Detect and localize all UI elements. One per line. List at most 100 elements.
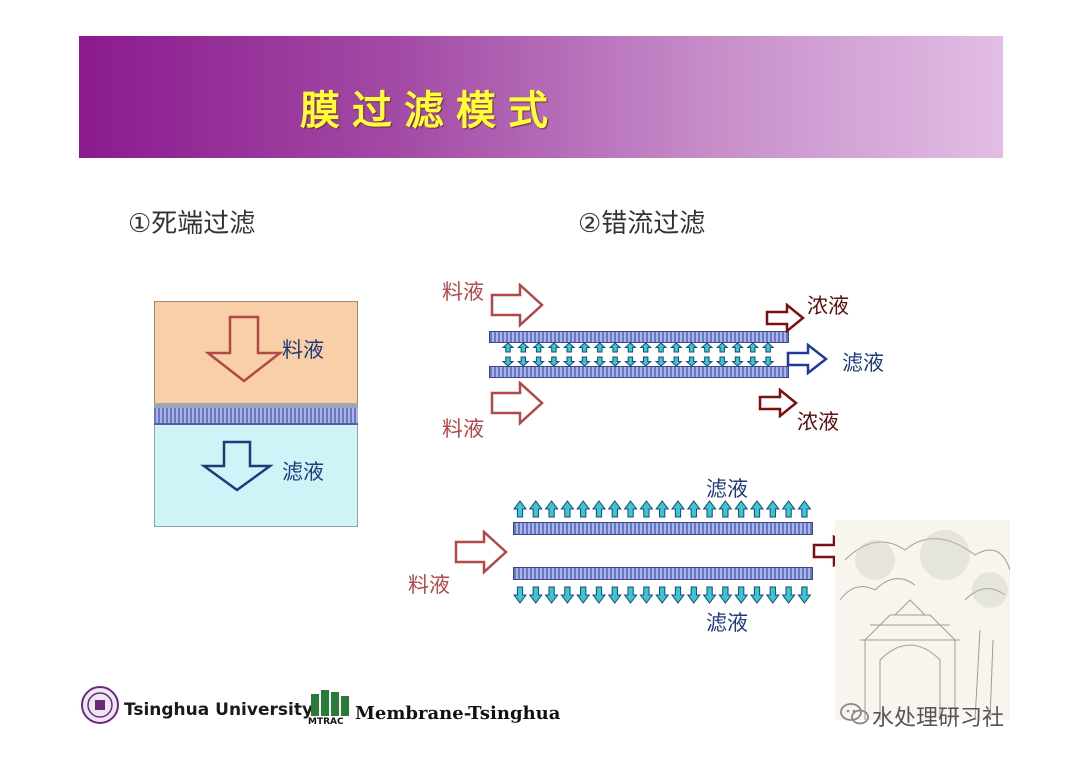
wechat-account-text: 水处理研习社 [872,706,1005,731]
permeate-arrow-up-icon [700,342,714,353]
dead-end-filtrate-arrow-icon [200,440,274,492]
permeate-arrow-up-icon [513,500,527,518]
plate-filtrate-up-arrows [513,500,812,518]
permeate-arrow-up-icon [544,500,559,518]
permeate-arrow-up-icon [607,500,622,518]
permeate-arrow-down-icon [734,586,749,604]
permeate-arrow-down-icon [516,356,530,367]
permeate-arrow-down-icon [797,586,812,604]
plate-filtrate-bottom-label: 滤液 [706,611,748,635]
permeate-arrow-down-icon [562,356,576,367]
plate-feed-label: 料液 [408,573,450,597]
permeate-arrow-up-icon [718,500,733,518]
permeate-arrow-up-icon [623,500,638,518]
permeate-arrow-up-icon [547,342,561,353]
permeate-arrow-down-icon [528,586,543,604]
permeate-arrow-down-icon [624,356,637,367]
permeate-arrow-down-icon [685,356,698,367]
plate-membrane-top [513,522,813,535]
permeate-arrow-down-icon [671,586,685,604]
tube-filtrate-arrow-icon [786,343,829,375]
tube-concentrate-top-label: 浓液 [807,294,849,318]
permeate-arrow-up-icon [562,342,576,353]
permeate-arrow-up-icon [750,500,764,518]
tube-permeate-arrows [501,342,775,367]
permeate-arrow-down-icon [655,586,670,604]
permeate-arrow-down-icon [750,586,764,604]
wechat-icon [840,703,869,725]
permeate-arrow-up-icon [608,342,622,353]
tube-concentrate-bottom-label: 浓液 [797,410,839,434]
title-bar [79,36,1003,158]
mtrac-logo-icon [311,690,349,716]
permeate-arrow-down-icon [765,586,780,604]
permeate-arrow-up-icon [669,342,683,353]
permeate-arrow-up-icon [532,342,545,353]
permeate-arrow-up-icon [560,500,575,518]
tube-feed-top-label: 料液 [442,280,484,304]
permeate-arrow-down-icon [501,356,515,367]
permeate-arrow-up-icon [731,342,744,353]
permeate-arrow-down-icon [544,586,559,604]
tube-concentrate-top-arrow-icon [765,303,805,333]
permeate-arrow-down-icon [669,356,683,367]
tsinghua-university-text: Tsinghua University [124,700,314,720]
tube-membrane-top [489,331,789,343]
plate-filtrate-top-label: 滤液 [706,477,748,501]
permeate-arrow-down-icon [761,356,775,367]
plate-membrane-bottom [513,567,813,580]
permeate-arrow-up-icon [516,342,530,353]
permeate-arrow-down-icon [700,356,714,367]
permeate-arrow-down-icon [578,356,591,367]
permeate-arrow-up-icon [639,500,654,518]
membrane-tsinghua-text: Membrane-Tsinghua [355,703,561,724]
mtrac-text: MTRAC [308,717,344,727]
permeate-arrow-up-icon [746,342,760,353]
dead-end-feed-arrow-icon [205,315,284,383]
permeate-arrow-down-icon [639,586,654,604]
permeate-arrow-up-icon [734,500,749,518]
permeate-arrow-down-icon [654,356,668,367]
permeate-arrow-up-icon [528,500,543,518]
permeate-arrow-down-icon [513,586,527,604]
permeate-arrow-down-icon [686,586,701,604]
permeate-arrow-down-icon [718,586,733,604]
dead-end-filtrate-label: 滤液 [282,460,324,484]
cross-flow-heading: ②错流过滤 [578,209,706,239]
permeate-arrow-down-icon [623,586,638,604]
permeate-arrow-up-icon [702,500,717,518]
permeate-arrow-up-icon [592,500,606,518]
permeate-arrow-down-icon [560,586,575,604]
permeate-arrow-up-icon [761,342,775,353]
permeate-arrow-down-icon [608,356,622,367]
permeate-arrow-up-icon [671,500,685,518]
permeate-arrow-up-icon [685,342,698,353]
permeate-arrow-up-icon [576,500,591,518]
plate-filtrate-down-arrows [513,586,812,604]
permeate-arrow-down-icon [746,356,760,367]
permeate-arrow-up-icon [654,342,668,353]
tube-concentrate-bottom-arrow-icon [758,388,798,418]
permeate-arrow-up-icon [655,500,670,518]
permeate-arrow-up-icon [639,342,653,353]
permeate-arrow-down-icon [592,586,606,604]
permeate-arrow-up-icon [781,500,796,518]
permeate-arrow-down-icon [593,356,607,367]
dead-end-feed-label: 料液 [282,338,324,362]
permeate-arrow-up-icon [501,342,515,353]
permeate-arrow-up-icon [715,342,729,353]
permeate-arrow-up-icon [797,500,812,518]
permeate-arrow-down-icon [607,586,622,604]
tube-filtrate-label: 滤液 [842,351,884,375]
tube-feed-bottom-label: 料液 [442,417,484,441]
permeate-arrow-up-icon [593,342,607,353]
permeate-arrow-down-icon [639,356,653,367]
permeate-arrow-down-icon [702,586,717,604]
permeate-arrow-down-icon [547,356,561,367]
tsinghua-gate-sketch-image [835,520,1010,720]
permeate-arrow-down-icon [731,356,744,367]
permeate-arrow-up-icon [765,500,780,518]
permeate-arrow-up-icon [686,500,701,518]
permeate-arrow-up-icon [624,342,637,353]
dead-end-membrane [154,403,358,425]
